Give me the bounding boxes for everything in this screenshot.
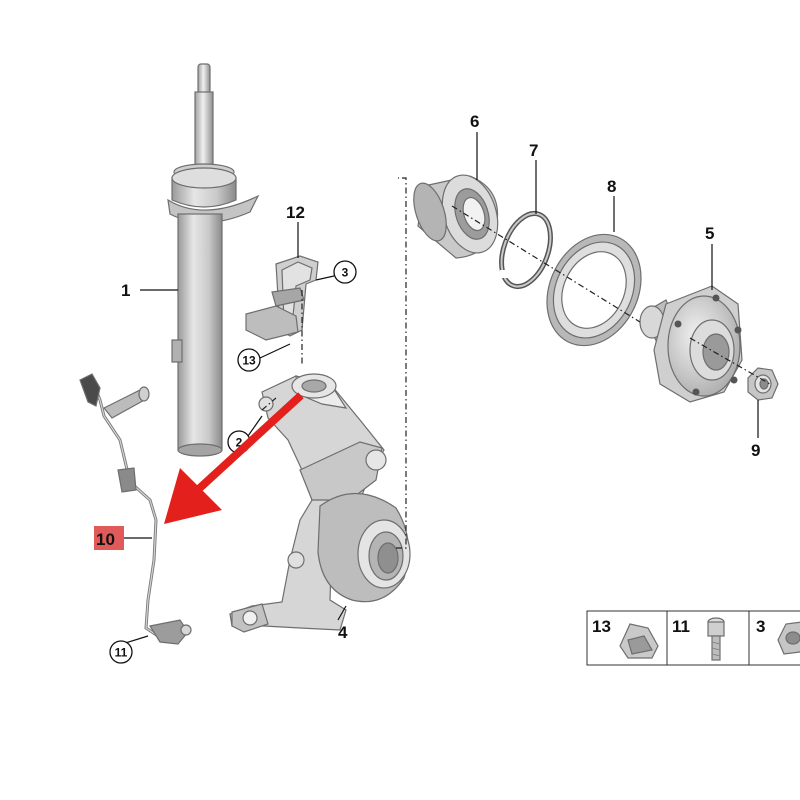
hub-axis-line	[689, 337, 771, 385]
svg-text:10: 10	[96, 530, 115, 549]
callout-1: 1	[121, 281, 130, 300]
red-pointer-arrow	[164, 392, 304, 524]
legend-item-13: 13	[592, 617, 659, 659]
bearing-axis-line	[451, 205, 641, 323]
callout-4: 4	[338, 623, 348, 642]
svg-text:11: 11	[672, 617, 690, 636]
callout-12: 12	[286, 203, 305, 222]
svg-text:13: 13	[592, 617, 611, 636]
wheel-bearing-part	[413, 174, 499, 259]
svg-text:3: 3	[756, 617, 765, 636]
callout-11-circled: 11	[109, 640, 133, 664]
svg-text:3: 3	[342, 266, 349, 280]
callout-7: 7	[529, 141, 538, 160]
svg-text:13: 13	[242, 354, 256, 368]
sealing-ring-part	[546, 233, 642, 347]
small-parts-legend: 13 11 3	[586, 610, 800, 666]
callout-8: 8	[607, 177, 616, 196]
callout-3-circled: 3	[333, 260, 357, 284]
strut-part	[167, 63, 260, 457]
knuckle-axis-line	[261, 397, 277, 411]
wheel-hub-part	[639, 285, 743, 403]
callout-10-highlighted: 10	[94, 526, 124, 550]
legend-item-3: 3	[756, 617, 800, 655]
callout-9: 9	[751, 441, 760, 460]
svg-text:11: 11	[115, 646, 128, 660]
callout-6: 6	[470, 112, 479, 131]
circlip-part	[499, 211, 553, 289]
steering-knuckle-part	[229, 373, 411, 633]
callout-13-circled: 13	[237, 348, 261, 372]
svg-text:2: 2	[236, 436, 243, 450]
assembly-axis-line	[396, 177, 407, 549]
leader-lines	[121, 132, 759, 645]
legend-item-11: 11	[672, 617, 725, 661]
callout-5: 5	[705, 224, 714, 243]
bracket-clip-part	[245, 255, 319, 341]
speed-sensor-cable-part	[79, 373, 192, 645]
collar-nut-part	[747, 367, 779, 401]
